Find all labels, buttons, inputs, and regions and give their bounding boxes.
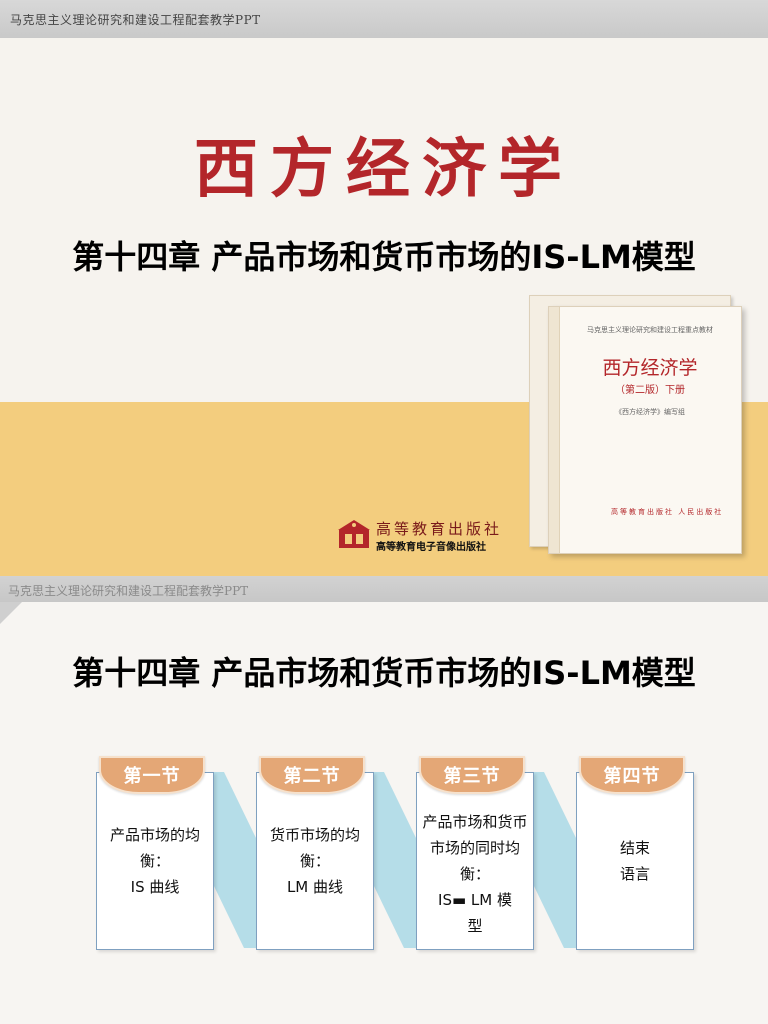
section-connectors [212,772,576,948]
section-card-text: 产品市场和货币 市场的同时均衡： IS▬ LM 模 型 [422,813,528,935]
section-card-4[interactable]: 结束 语言 [576,772,694,950]
book-edition: （第二版）下册 [615,385,685,396]
section-card-text: 结束 语言 [619,839,650,883]
header-bar: 马克思主义理论研究和建设工程配套教学PPT [0,0,768,38]
publisher-logo-icon [338,520,370,548]
section-card-1[interactable]: 产品市场的均衡： IS 曲线 [96,772,214,950]
book-author: 《西方经济学》编写组 [615,408,685,416]
section-card-text: 货币市场的均衡： LM 曲线 [269,826,360,896]
header-bar: 马克思主义理论研究和建设工程配套教学PPT [0,576,768,602]
book-title: 西方经济学 [602,357,698,379]
book-cover: 马克思主义理论研究和建设工程重点教材 西方经济学 （第二版）下册 《西方经济学》… [548,306,742,554]
section-card-3[interactable]: 产品市场和货币 市场的同时均衡： IS▬ LM 模 型 [416,772,534,950]
contents-slide: 马克思主义理论研究和建设工程配套教学PPT 第十四章 产品市场和货币市场的IS-… [0,576,768,1024]
section-card-2[interactable]: 货币市场的均衡： LM 曲线 [256,772,374,950]
book-spine [549,307,560,553]
section-card-text: 产品市场的均衡： IS 曲线 [109,826,200,896]
section-tab-2[interactable]: 第二节 [259,756,365,794]
header-text: 马克思主义理论研究和建设工程配套教学PPT [10,13,261,27]
section-tab-3[interactable]: 第三节 [419,756,525,794]
chapter-title: 第十四章 产品市场和货币市场的IS-LM模型 [72,238,696,276]
publisher-name: 高等教育出版社 [376,520,503,538]
section-tab-4[interactable]: 第四节 [579,756,685,794]
chapter-title: 第十四章 产品市场和货币市场的IS-LM模型 [72,654,696,692]
title-slide: 马克思主义理论研究和建设工程配套教学PPT 西方经济学 第十四章 产品市场和货币… [0,0,768,576]
book-series: 马克思主义理论研究和建设工程重点教材 [587,326,713,334]
book-publisher: 高等教育出版社 人民出版社 [611,508,724,516]
section-tab-1[interactable]: 第一节 [99,756,205,794]
header-text: 马克思主义理论研究和建设工程配套教学PPT [8,584,249,598]
page-corner-fold [0,602,22,624]
main-title: 西方经济学 [194,132,574,207]
publisher-name-av: 高等教育电子音像出版社 [376,542,486,553]
